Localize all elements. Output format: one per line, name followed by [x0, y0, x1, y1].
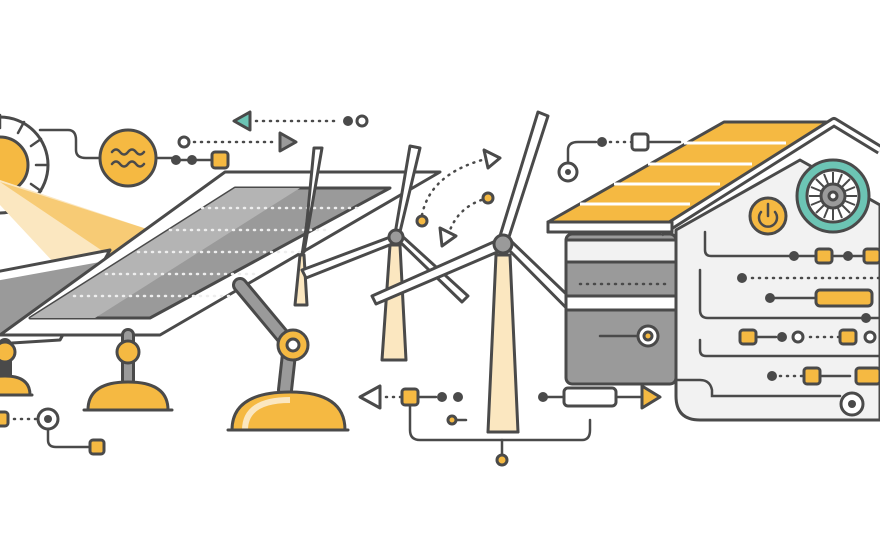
wind-turbine-icon [300, 144, 470, 362]
arrow-left-icon [232, 110, 252, 132]
wind-turbine-icon [293, 146, 324, 307]
house-circuitry [674, 230, 880, 417]
solar-panel-stand [0, 277, 350, 432]
sine-wave-icon [98, 128, 158, 188]
fan-icon [795, 158, 871, 234]
arrow-right-icon [278, 131, 298, 153]
power-button-icon [748, 196, 788, 236]
solar-panel-icon [0, 170, 442, 346]
